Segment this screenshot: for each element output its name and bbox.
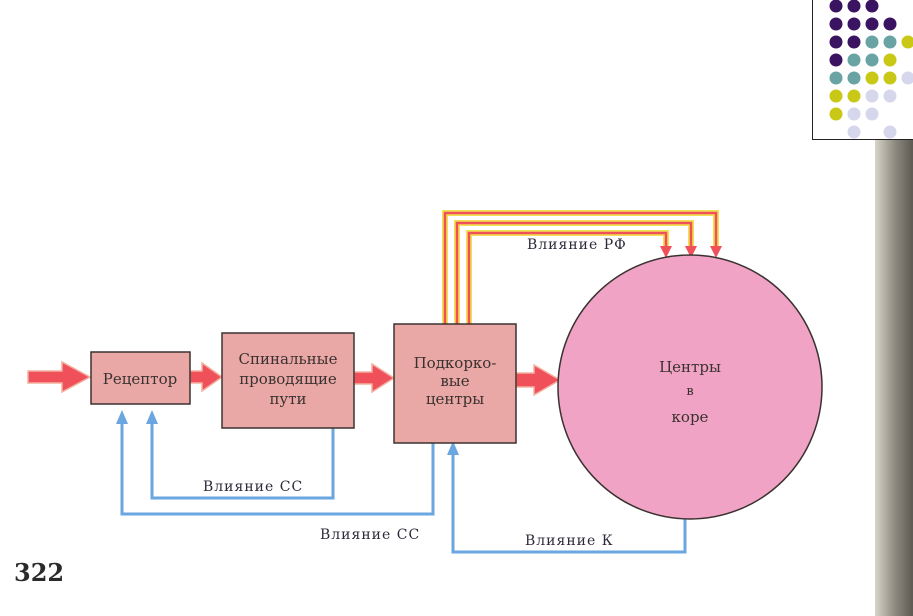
decor-dot: [847, 107, 861, 121]
cs-influence-lower-label: Влияние СС: [320, 527, 420, 543]
corner-divider-horizontal: [812, 139, 913, 140]
feedback-lines: [120, 420, 687, 554]
arrow-icon: [515, 363, 562, 397]
decor-dot: [901, 35, 913, 49]
decor-dot: [883, 17, 897, 31]
decor-dot: [829, 35, 843, 49]
cortex-label-line1: Центры: [659, 358, 721, 376]
arrow-icon: [189, 361, 224, 393]
decor-dot: [865, 0, 879, 13]
arrowhead-icon: [685, 246, 697, 258]
decor-dot: [865, 17, 879, 31]
decor-dot: [847, 71, 861, 85]
decor-dot: [847, 53, 861, 67]
spinal-label-line1: Спинальные: [239, 350, 338, 368]
decor-dot: [883, 89, 897, 103]
decor-dot: [883, 71, 897, 85]
decor-dot: [847, 125, 861, 139]
decor-dot: [865, 89, 879, 103]
rf-influence-label: Влияние РФ: [527, 237, 627, 253]
decor-dot: [883, 53, 897, 67]
decor-dot: [829, 89, 843, 103]
receptor-box: Рецептор: [90, 351, 191, 405]
subcortical-label-line1: Подкорко-: [414, 354, 497, 372]
subcortical-label-line3: центры: [426, 390, 484, 408]
cortex-label-line3: коре: [672, 408, 709, 426]
feedback-arrowheads: [116, 410, 459, 455]
arrow-icon: [353, 362, 396, 394]
decor-dot: [847, 17, 861, 31]
decor-dot: [829, 17, 843, 31]
decor-dot: [883, 125, 897, 139]
dot-grid-icon: [829, 0, 913, 139]
corner-divider-vertical: [812, 0, 813, 140]
subcortical-label-line2: вые: [440, 372, 469, 390]
cortex-centers-circle: Центры в коре: [557, 254, 823, 520]
decor-dot: [829, 107, 843, 121]
rf-influence-lines: [442, 210, 722, 325]
input-arrow-icon: [27, 360, 92, 394]
spinal-pathways-box: Спинальные проводящие пути: [221, 332, 355, 429]
arrowhead-icon: [660, 246, 672, 258]
book-page-edge: [875, 140, 913, 616]
spinal-label-line2: проводящие: [239, 370, 337, 388]
arrowhead-icon: [116, 410, 128, 424]
arrowhead-icon: [146, 410, 158, 424]
receptor-label: Рецептор: [103, 370, 177, 388]
subcortical-centers-box: Подкорко- вые центры: [393, 323, 517, 444]
decor-dot: [829, 53, 843, 67]
decor-dot: [883, 35, 897, 49]
spinal-label-line3: пути: [269, 390, 306, 408]
decor-dot: [829, 0, 843, 13]
forward-arrows: [27, 360, 562, 397]
decor-dot: [847, 35, 861, 49]
decor-dot: [865, 107, 879, 121]
decor-dot: [829, 71, 843, 85]
arrowhead-icon: [710, 246, 722, 258]
decor-dot: [901, 71, 913, 85]
page-number: 322: [14, 558, 65, 587]
decor-dot: [847, 0, 861, 13]
decor-dot: [865, 35, 879, 49]
cortex-label-line2: в: [686, 384, 693, 399]
decor-dot: [847, 89, 861, 103]
arrowhead-icon: [447, 441, 459, 455]
decor-dot: [865, 71, 879, 85]
decor-dot: [865, 53, 879, 67]
k-influence-label: Влияние К: [525, 533, 614, 549]
cs-influence-upper-label: Влияние СС: [203, 479, 303, 495]
